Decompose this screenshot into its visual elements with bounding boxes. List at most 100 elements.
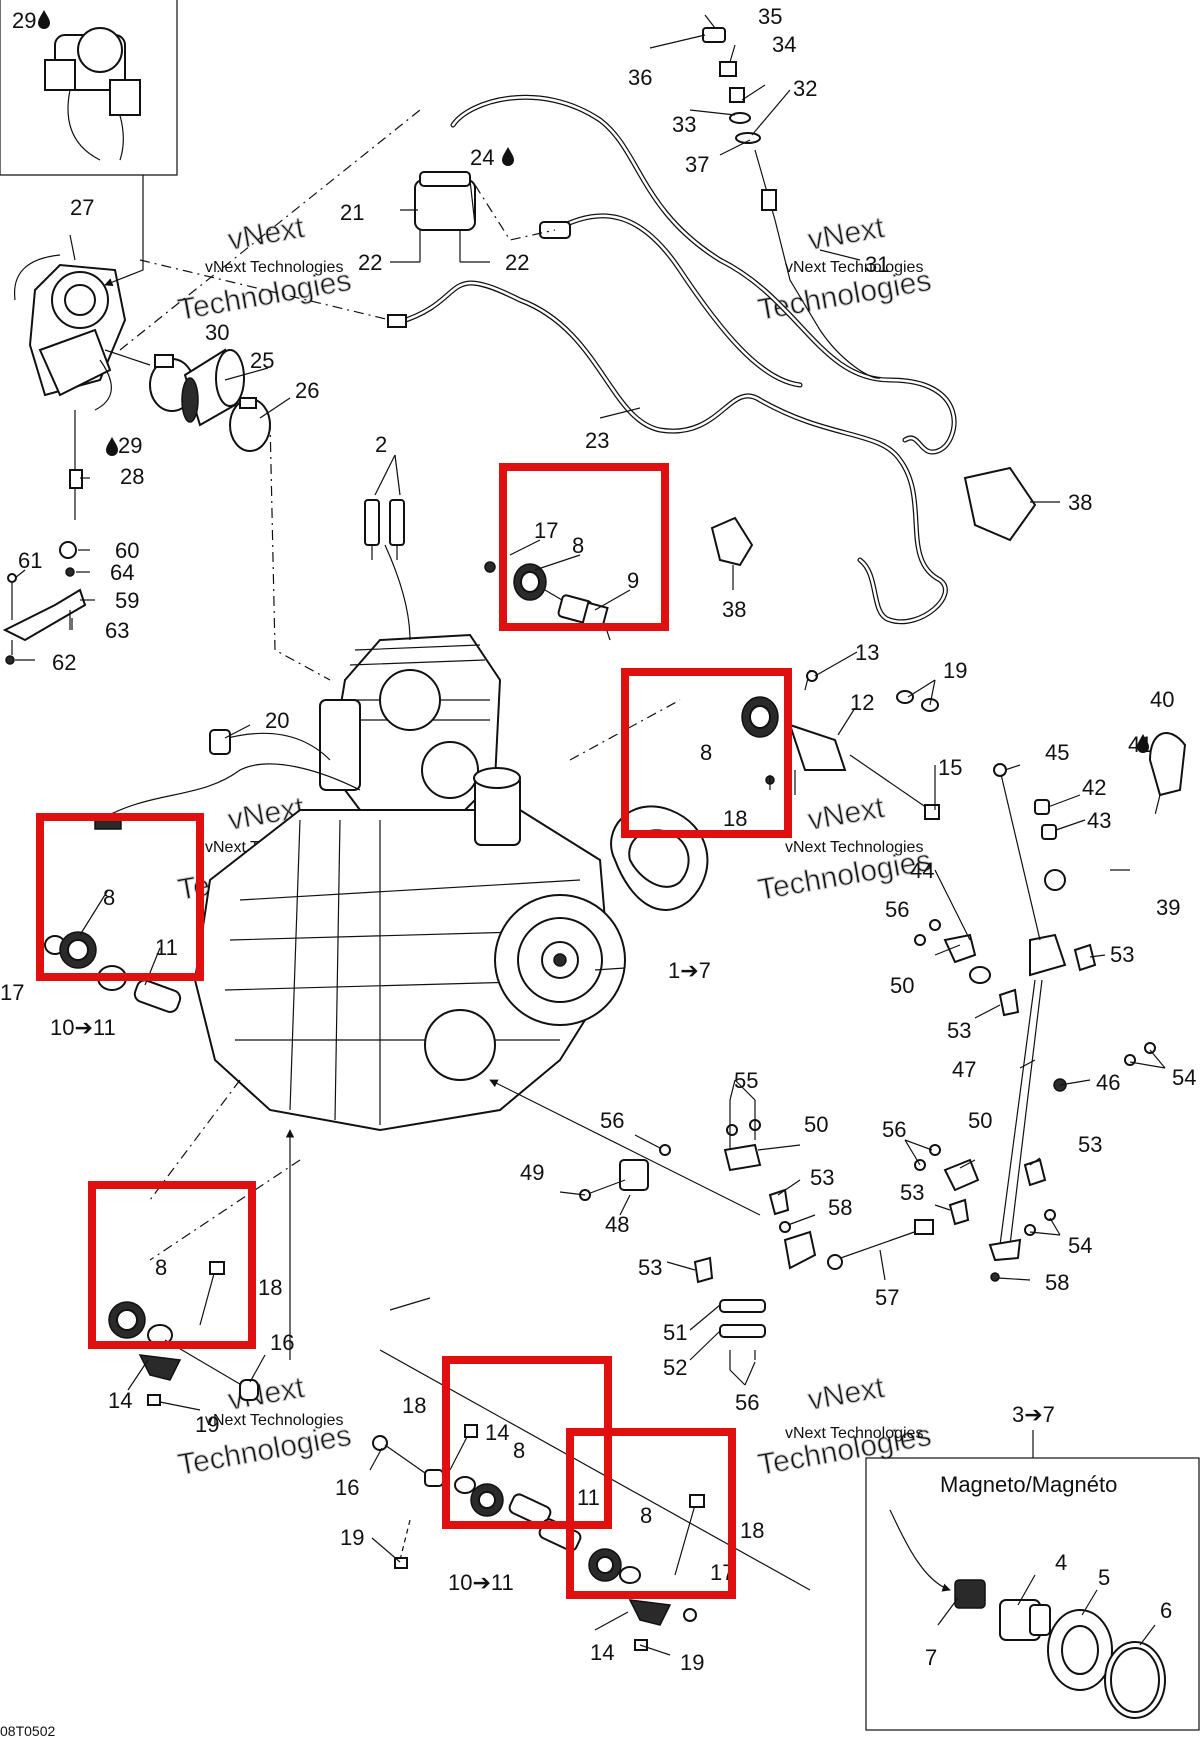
callout-58-low: 58 (1045, 1270, 1069, 1295)
callout-60: 60 (115, 538, 139, 563)
callout-39: 39 (1156, 895, 1180, 920)
carburetor-inset (44, 27, 141, 161)
watermark-bottom-right: vNext Technologies vNext Technologies (755, 1370, 934, 1482)
callout-4: 4 (1055, 1550, 1067, 1575)
callout-32: 32 (793, 76, 817, 101)
callout-33: 33 (672, 112, 696, 137)
intake-clamp-26 (229, 397, 271, 452)
callout-22-left: 22 (358, 250, 382, 275)
magneto-parts (889, 1509, 1166, 1719)
spark-plugs-2 (364, 499, 405, 560)
callout-6: 6 (1160, 1598, 1172, 1623)
callout-57: 57 (875, 1285, 899, 1310)
callout-9: 9 (627, 568, 639, 593)
callout-11-mid: 11 (577, 1485, 600, 1510)
svg-text:vNext: vNext (225, 1371, 307, 1417)
callout-51: 51 (663, 1320, 687, 1345)
svg-text:vNext: vNext (225, 211, 307, 257)
callout-31: 31 (865, 252, 889, 277)
callout-19-right: 19 (680, 1650, 704, 1675)
callout-19-left: 19 (195, 1412, 219, 1437)
callout-47: 47 (952, 1057, 976, 1082)
droplet-icon (502, 147, 514, 166)
callout-45: 45 (1045, 740, 1069, 765)
magneto-label: Magneto/Magnéto (940, 1472, 1117, 1497)
highlight-box-left (36, 813, 204, 981)
callout-23: 23 (585, 428, 609, 453)
callout-34: 34 (772, 32, 796, 57)
callout-8-left: 8 (103, 885, 115, 910)
callout-53-low: 53 (638, 1255, 662, 1280)
shift-rod-48 (584, 1159, 817, 1270)
intake-boot-25 (181, 348, 245, 427)
callout-50-right-mid: 50 (968, 1108, 992, 1133)
callout-29-inset: 29 (12, 8, 36, 33)
callout-54-top: 54 (1172, 1065, 1196, 1090)
callout-40: 40 (1150, 687, 1174, 712)
callout-12: 12 (850, 690, 874, 715)
throttle-screw-32-37 (702, 27, 881, 379)
callout-3-7: 3➔7 (1012, 1402, 1055, 1427)
callout-26: 26 (295, 378, 319, 403)
assembly-lines (149, 419, 811, 1591)
callout-18-bottom-right: 18 (740, 1518, 764, 1543)
gasket-38-middle (710, 516, 754, 567)
callout-28: 28 (120, 464, 144, 489)
callout-59: 59 (115, 588, 139, 613)
watermark-mid-right: vNext Technologies vNext Technologies (755, 790, 934, 907)
droplet-icon (38, 10, 50, 29)
callout-14-left: 14 (108, 1388, 132, 1413)
callout-36: 36 (628, 65, 652, 90)
callout-56-low: 56 (735, 1390, 759, 1415)
callout-53-right-low: 53 (1078, 1132, 1102, 1157)
sensor-21 (414, 171, 556, 262)
callout-38-middle: 38 (722, 597, 746, 622)
callout-11-left: 11 (155, 935, 178, 960)
callout-8-top: 8 (572, 533, 584, 558)
callout-15: 15 (938, 755, 962, 780)
callout-7: 7 (925, 1645, 937, 1670)
callout-58-mid: 58 (828, 1195, 852, 1220)
gasket-38-right (963, 466, 1037, 542)
svg-text:vNext: vNext (805, 211, 887, 257)
callout-53-right-mid: 53 (947, 1018, 971, 1043)
callout-46: 46 (1096, 1070, 1120, 1095)
callout-8-right: 8 (700, 740, 712, 765)
watermark-top-left: vNext Technologies vNext Technologies (175, 210, 354, 327)
callout-16-mid: 16 (335, 1475, 359, 1500)
droplet-icon (106, 437, 118, 456)
sensor-9-assembly (484, 561, 611, 641)
callout-21: 21 (340, 200, 364, 225)
svg-text:vNext: vNext (805, 791, 887, 837)
callout-14-mid: 14 (485, 1420, 509, 1445)
mount-8-bottom-middle (372, 1424, 552, 1569)
mount-8-bottom-left (108, 1261, 259, 1406)
callout-35: 35 (758, 4, 782, 29)
callout-labels: 29 27 30 25 26 29 28 60 64 59 61 63 62 2… (0, 4, 1196, 1739)
callout-30: 30 (205, 320, 229, 345)
carb-linkage-59-64 (2, 410, 87, 665)
callout-18-right: 18 (723, 806, 747, 831)
callout-48: 48 (605, 1212, 629, 1237)
callout-20: 20 (265, 708, 289, 733)
callout-leaders (14, 14, 1166, 1656)
svg-text:vNext Technologies: vNext Technologies (205, 1412, 343, 1429)
callout-49: 49 (520, 1160, 544, 1185)
callout-13: 13 (855, 640, 879, 665)
callout-18-bottom-left: 18 (258, 1275, 282, 1300)
callout-56-mid: 56 (600, 1108, 624, 1133)
callout-10-11-mid: 10➔11 (448, 1570, 514, 1595)
callout-62: 62 (52, 650, 76, 675)
mount-8-right-upper (741, 669, 940, 820)
fuel-drop-icons (38, 10, 1149, 753)
svg-text:vNext: vNext (805, 1371, 887, 1417)
callout-63: 63 (105, 618, 129, 643)
shift-link-57 (827, 1219, 934, 1270)
callout-27: 27 (70, 195, 94, 220)
highlight-box-bottom-right (566, 1428, 736, 1599)
highlight-box-top (499, 463, 669, 631)
magneto-inset-frame (865, 1430, 1200, 1731)
callout-61: 61 (18, 548, 42, 573)
callout-8-bottom-left: 8 (155, 1255, 167, 1280)
